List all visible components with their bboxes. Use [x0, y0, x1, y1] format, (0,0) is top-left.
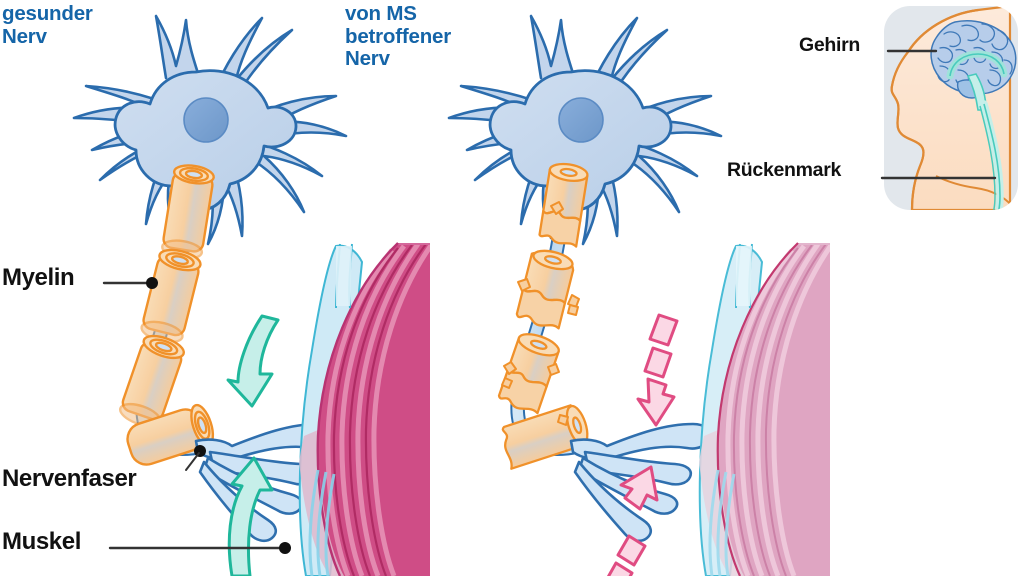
nucleus-ms	[558, 97, 604, 143]
muscle-healthy	[297, 242, 430, 576]
myelin-debris	[501, 201, 580, 426]
label-muscle: Muskel	[2, 528, 81, 555]
label-nerve-fiber: Nervenfaser	[2, 465, 137, 492]
leader-lines	[102, 49, 997, 554]
signal-arrow-up-ms	[606, 465, 659, 576]
head-anatomy-inset	[884, 6, 1018, 210]
heading-healthy-nerve: gesunder Nerv	[2, 2, 93, 48]
label-spinal-cord: Rückenmark	[727, 159, 842, 181]
leader-nervenfaser	[185, 452, 200, 471]
label-brain: Gehirn	[799, 34, 861, 56]
signal-arrow-down-healthy	[226, 314, 280, 408]
signal-arrow-down-ms	[636, 313, 679, 427]
label-myelin: Myelin	[2, 264, 75, 291]
myelin-segments-healthy	[119, 164, 215, 466]
damaged-myelin-segments	[497, 162, 589, 470]
heading-ms-nerve: von MS betroffener Nerv	[345, 2, 452, 70]
muscle-ms	[697, 242, 830, 576]
brainstem	[966, 73, 987, 111]
ms-neuron	[447, 14, 723, 543]
nucleus-healthy	[183, 97, 229, 143]
